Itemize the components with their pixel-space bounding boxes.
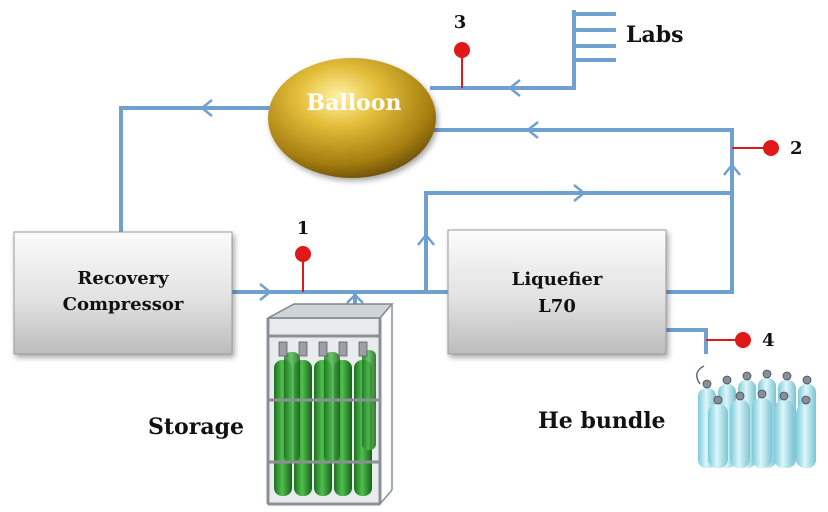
storage-rack-icon [266, 303, 394, 506]
flow-arrow-icon [199, 99, 213, 117]
balloon-label: Balloon [307, 90, 402, 116]
sensor-dot-icon [454, 42, 470, 58]
balloon-node [268, 58, 436, 178]
liquefier-box [447, 229, 667, 355]
pipe-liquefier-to-bundle [664, 328, 708, 354]
recovery-compressor-box [13, 231, 233, 355]
he-bundle-icon [690, 365, 824, 470]
recovery-compressor-label-line2: Compressor [63, 294, 184, 315]
sensor-4-label: 4 [762, 330, 775, 351]
pipe-labs-to-balloon [430, 10, 576, 90]
sensor-3: 3 [454, 12, 470, 88]
flow-arrow-icon [259, 283, 273, 301]
sensor-4: 4 [706, 330, 775, 351]
he-bundle-label: He bundle [538, 408, 666, 434]
sensors: 1 2 3 4 [295, 12, 803, 351]
sensor-2: 2 [732, 138, 803, 159]
sensor-dot-icon [763, 140, 779, 156]
sensor-1-label: 1 [297, 218, 310, 239]
liquefier-node [447, 229, 667, 355]
sensor-2-label: 2 [790, 138, 803, 159]
liquefier-label-line1: Liquefier [512, 269, 603, 290]
recovery-compressor-label-line1: Recovery [77, 268, 169, 289]
flow-arrow-icon [525, 121, 539, 139]
flow-arrow-icon [346, 293, 364, 304]
storage-label: Storage [148, 414, 244, 440]
pipe-network [119, 10, 734, 354]
pipe-return-to-balloon [432, 128, 734, 294]
pipe-compressor-to-balloon [119, 106, 274, 234]
balloon-shape [268, 58, 436, 178]
sensor-dot-icon [295, 246, 311, 262]
flow-arrow-icon [723, 162, 741, 176]
sensor-dot-icon [735, 332, 751, 348]
liquefier-label-line2: L70 [538, 296, 576, 317]
flow-arrows [199, 79, 741, 304]
flow-arrow-icon [573, 184, 587, 202]
recovery-compressor-node [13, 231, 233, 355]
sensor-1: 1 [295, 218, 311, 292]
flow-arrow-icon [507, 79, 521, 97]
labs-label: Labs [626, 22, 684, 48]
sensor-3-label: 3 [454, 12, 467, 33]
pipe-bypass-loop [424, 191, 734, 294]
flow-arrow-icon [417, 232, 435, 246]
